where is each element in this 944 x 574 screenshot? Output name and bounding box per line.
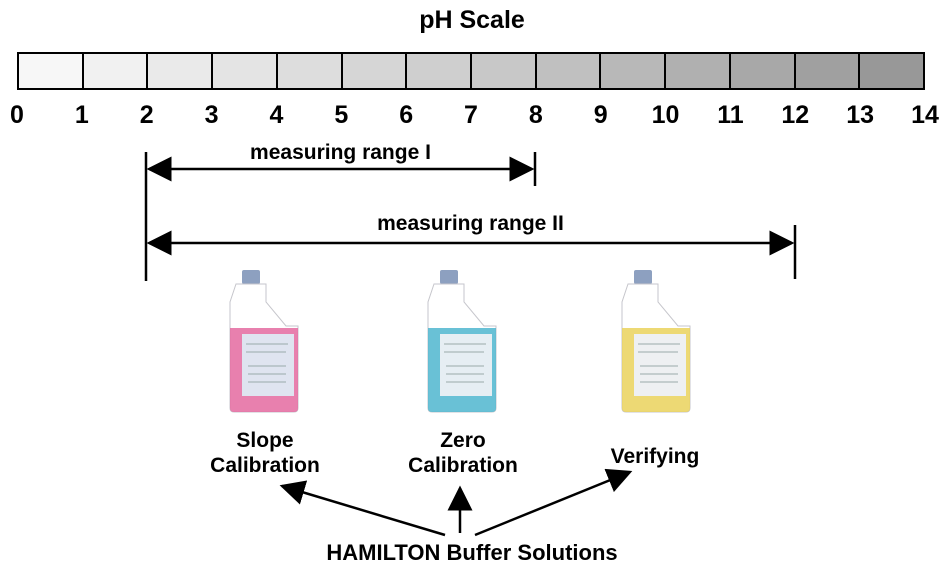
scale-tick-label: 0 — [10, 101, 24, 129]
verifying-label: Verifying — [580, 444, 730, 469]
scale-segment — [405, 52, 471, 90]
scale-segment — [275, 52, 341, 90]
scale-segment — [17, 52, 82, 90]
slope-calibration-bottle — [229, 270, 299, 413]
scale-segment — [793, 52, 859, 90]
scale-tick-label: 7 — [464, 101, 478, 129]
zero-label-line2: Calibration — [408, 454, 518, 477]
slope-label-line1: Slope — [236, 429, 294, 452]
scale-tick-label: 14 — [911, 101, 939, 129]
slope-calibration-label: Slope Calibration — [190, 428, 340, 478]
scale-segment — [146, 52, 212, 90]
scale-tick-label: 3 — [204, 101, 219, 129]
scale-segment — [534, 52, 600, 90]
scale-segment — [599, 52, 665, 90]
buffer-solutions-title: HAMILTON Buffer Solutions — [326, 540, 618, 565]
scale-segment — [664, 52, 729, 90]
scale-tick-label: 13 — [846, 101, 875, 129]
scale-tick-label: 6 — [399, 101, 414, 129]
page-title: pH Scale — [419, 6, 525, 34]
scale-tick-label: 9 — [593, 101, 608, 129]
scale-tick-label: 11 — [717, 101, 744, 129]
scale-segment — [211, 52, 276, 90]
scale-tick-label: 1 — [74, 101, 89, 129]
slope-label-line2: Calibration — [210, 454, 320, 477]
scale-segment — [728, 52, 794, 90]
scale-segment — [858, 52, 926, 90]
verifying-label-text: Verifying — [610, 445, 700, 468]
scale-segment — [340, 52, 406, 90]
range-i-label: measuring range I — [250, 141, 431, 164]
zero-label-line1: Zero — [440, 429, 486, 452]
arrow-to-slope — [279, 480, 446, 537]
range-ii-label: measuring range II — [377, 212, 564, 235]
scale-tick-label: 2 — [139, 101, 154, 129]
scale-tick-label: 10 — [651, 101, 680, 129]
scale-tick-label: 8 — [528, 101, 543, 129]
scale-segment — [81, 52, 147, 90]
zero-calibration-bottle — [427, 270, 497, 413]
scale-tick-label: 5 — [334, 101, 349, 129]
scale-tick-label: 4 — [269, 101, 284, 129]
verifying-bottle — [621, 270, 691, 413]
scale-tick-label: 12 — [781, 101, 810, 129]
scale-segment — [470, 52, 535, 90]
ph-scale-bar — [17, 52, 926, 90]
zero-calibration-label: Zero Calibration — [388, 428, 538, 478]
arrow-to-verifying — [474, 468, 633, 537]
